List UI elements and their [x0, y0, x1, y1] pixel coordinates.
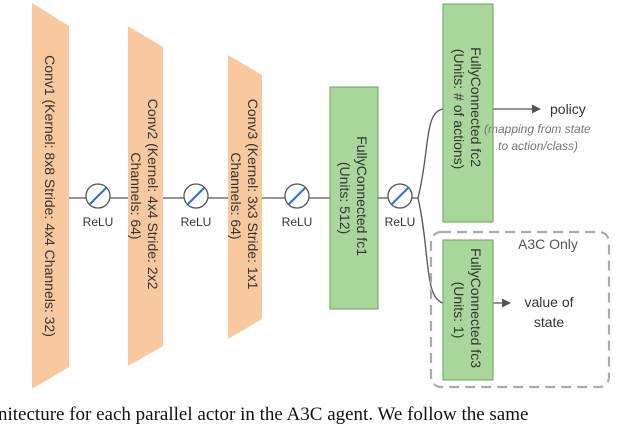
relu-label-1: ReLU [83, 215, 114, 229]
value-output-line1: value of [524, 294, 573, 310]
conv1-label: Conv1 (Kernel: 8x8 Stride: 4x4 Channels:… [42, 55, 58, 337]
figure-caption: nitecture for each parallel actor in the… [0, 404, 640, 428]
fc2-block [442, 3, 494, 223]
fc1-block [329, 86, 379, 310]
conv2-label: Conv2 (Kernel: 4x4 Stride: 2x2 Channels:… [128, 99, 161, 294]
conv2-block [128, 26, 163, 366]
relu-node-4: ReLU [385, 183, 416, 229]
relu-node-3: ReLU [282, 183, 313, 229]
relu-label-4: ReLU [385, 215, 416, 229]
a3c-only-label: A3C Only [518, 236, 578, 252]
fc3-label: FullyConnected fc3 (Units: 1) [451, 248, 484, 372]
policy-note-line2: to action/class) [498, 139, 578, 153]
fc2-label: FullyConnected fc2 (Units: # of actions) [451, 47, 484, 171]
relu-node-1: ReLU [83, 183, 114, 229]
relu-label-2: ReLU [181, 215, 212, 229]
relu-icon [391, 187, 409, 205]
conv1-block [32, 3, 69, 389]
relu-icon [89, 187, 107, 205]
relu-label-3: ReLU [282, 215, 313, 229]
fc1-label: FullyConnected fc1 (Units: 512) [337, 136, 370, 260]
conv3-label: Conv3 (Kernel: 3x3 Stride: 1x1 Channels:… [228, 99, 261, 294]
relu-icon [288, 187, 306, 205]
relu-icon [187, 187, 205, 205]
policy-output-label: policy [550, 101, 586, 117]
policy-note-line1: (mapping from state [484, 122, 591, 136]
caption-text: nitecture for each parallel actor in the… [0, 404, 529, 425]
a3c-only-group [429, 230, 611, 389]
relu-node-2: ReLU [181, 183, 212, 229]
value-output-line2: state [534, 314, 565, 330]
fc3-block [442, 239, 494, 381]
conv3-block [228, 55, 262, 339]
